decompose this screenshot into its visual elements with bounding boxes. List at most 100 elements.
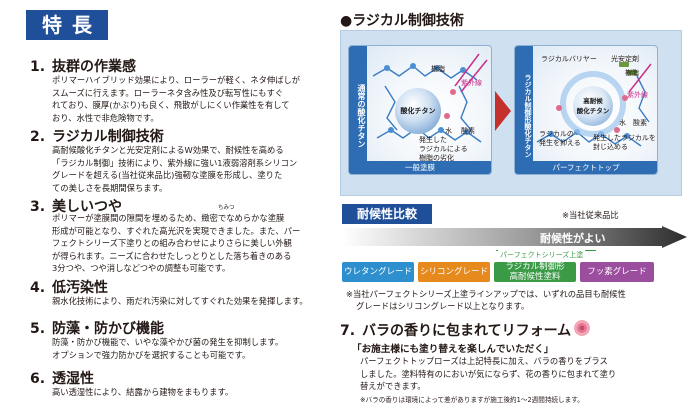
rose-line: パーフェクトトップローズは上記特長に加え、バラの香りをプラス — [360, 356, 608, 366]
radical-tio2-particle: 高耐候 酸化チタン — [573, 86, 613, 126]
weather-comparison-badge: 耐候性比較 — [342, 204, 432, 224]
radical-suppress-line: ラジカルの — [539, 130, 574, 138]
standard-tio2-panel: 通常の酸化チタン 酸化チタン 樹脂 紫外線 水 酸素 発生した — [348, 45, 492, 175]
rose-footnote: ※バラの香りは環境によって差がありますが施工後約1～2週間持続します。 — [360, 396, 584, 404]
standard-degradation-label: 発生した ラジカルによる 樹脂の劣化 — [419, 136, 468, 163]
feature-5-desc: 防藻・防かび機能で、いやな藻やかび菌の発生を抑制します。 オプションで強力防かび… — [52, 336, 283, 361]
light-stabilizer-label: 光安定剤 — [611, 55, 639, 63]
radical-water-label: 水 — [619, 119, 626, 127]
standard-water-label: 水 — [445, 127, 452, 135]
grade-urethane: ウレタングレード — [342, 262, 414, 282]
standard-oxygen-label: 酸素 — [461, 127, 475, 135]
feature-5-line: オプションで強力防かびを選択することも可能です。 — [52, 349, 251, 360]
feature-2-line: 高耐候酸化チタンと光安定剤によるW効果で、耐候性を高める — [52, 145, 284, 155]
weather-note-line: グレードはシリコングレード以上となります。 — [356, 301, 530, 311]
weather-arrow-label: 耐候性がよい — [540, 232, 606, 245]
feature-3-title: 3. 美しいつや — [30, 196, 122, 216]
standard-molecule-icon — [372, 53, 488, 143]
standard-tio2-side-label: 通常の酸化チタン — [349, 46, 367, 174]
series-label: パーフェクトシリーズ上塗 — [498, 250, 586, 260]
radical-tio2-line: 酸化チタン — [576, 107, 610, 115]
feature-2-number: 2. — [30, 129, 46, 145]
standard-degradation-line: 発生した — [419, 136, 447, 144]
feature-5-title: 5. 防藻・防かび機能 — [30, 318, 164, 338]
feature-6-number: 6. — [30, 371, 46, 387]
radical-molecule-icon — [536, 62, 652, 147]
standard-tio2-particle: 酸化チタン — [395, 88, 441, 134]
feature-3-line: 形成が可能となり、すぐれた高光沢を実現できました。また、パー — [52, 225, 301, 236]
feature-7-heading: バラの香りに包まれてリフォーム — [362, 323, 572, 339]
feature-3-number: 3. — [30, 199, 46, 215]
radical-section-title: ●ラジカル制御技術 — [340, 13, 464, 29]
weather-note: ※当社パーフェクトシリーズ上塗ラインアップでは、いずれの品目も耐候性 グレードは… — [346, 288, 626, 312]
feature-4-title: 4. 低汚染性 — [30, 277, 108, 297]
radical-suppress-label: ラジカルの 発生を抑える — [539, 130, 581, 148]
radical-tio2-side-label: ラジカル制御形酸化チタン — [515, 46, 533, 174]
feature-2-line: 「ラジカル制御」技術により、紫外線に強い1液弱溶剤系シリコン — [52, 157, 298, 168]
perfect-top-label: パーフェクトトップ — [515, 161, 657, 174]
feature-1-desc: ポリマーハイブリッド効果により、ローラーが軽く、ネタ伸ばしが スムーズに行えます… — [52, 74, 300, 124]
feature-4-heading: 低汚染性 — [52, 280, 108, 296]
radical-seal-line: 封じ込める — [593, 143, 628, 151]
radical-diagram: 通常の酸化チタン 酸化チタン 樹脂 紫外線 水 酸素 発生した — [340, 30, 682, 196]
feature-6-title: 6. 透湿性 — [30, 368, 94, 388]
weather-note-top: ※当社従来品比 — [562, 210, 619, 220]
feature-7-number: 7. — [340, 323, 356, 339]
grade-urethane-label: ウレタングレード — [343, 267, 412, 277]
weather-gradient-arrow — [342, 226, 687, 248]
feature-5-number: 5. — [30, 321, 46, 337]
radical-tio2-panel: ラジカル制御形酸化チタン 高耐候 酸化チタン ラジカルバリヤー 光安定剤 樹脂 … — [514, 45, 658, 175]
feature-3-line: 3分つや、つや消しなどつやの調整も可能です。 — [52, 263, 231, 274]
feature-4-line: 親水化技術により、雨だれ汚染に対してすぐれた効果を発揮します。 — [52, 296, 308, 306]
feature-6-line: 高い透湿性により、結露から建物をまもります。 — [52, 387, 234, 397]
feature-1-number: 1. — [30, 59, 46, 75]
radical-oxygen-label: 酸素 — [633, 119, 647, 127]
weather-note-line: ※当社パーフェクトシリーズ上塗ラインアップでは、いずれの品目も耐候性 — [346, 289, 626, 299]
radical-tio2-line: 高耐候 — [583, 97, 603, 105]
standard-uv-label: 紫外線 — [461, 79, 482, 87]
radical-barrier-label: ラジカルバリヤー — [541, 55, 597, 63]
feature-1-title: 1.抜群の作業感 — [30, 56, 136, 76]
rose-icon — [574, 320, 590, 336]
grade-fluorine: フッ素グレード — [580, 262, 654, 282]
grade-silicone: シリコングレード — [418, 262, 490, 282]
feature-1-line: ポリマーハイブリッド効果により、ローラーが軽く、ネタ伸ばしが — [52, 75, 301, 85]
rose-quote: 「お施主様にも塗り替えを楽しんでいただく」 — [352, 344, 554, 355]
rose-line: しました。塗料特有のにおいが気にならず、花の香りに包まれて塗り — [360, 368, 617, 379]
radical-seal-label: 発生したラジカルを 封じ込める — [593, 134, 656, 152]
features-badge: 特長 — [26, 10, 108, 40]
feature-3-ruby: ちみつ — [218, 205, 235, 211]
standard-degradation-line: ラジカルによる — [419, 145, 468, 153]
feature-2-heading: ラジカル制御技術 — [52, 129, 164, 145]
feature-5-line: 防藻・防かび機能で、いやな藻やかび菌の発生を抑制します。 — [52, 337, 284, 347]
feature-3-desc: ポリマーが塗膜間の隙間を埋めるため、緻密でなめらかな塗膜 形成が可能となり、すぐ… — [52, 212, 300, 275]
radical-resin-label: 樹脂 — [625, 69, 639, 77]
feature-1-line: おり、水性で非危険物です。 — [52, 112, 159, 123]
grade-radical: ラジカル制御形 高耐候性塗料 — [494, 262, 576, 282]
feature-4-number: 4. — [30, 280, 46, 296]
feature-1-line: スムーズに行えます。ローラーネタ含み性及び転写性にもすぐ — [52, 87, 284, 98]
feature-7-title: 7. バラの香りに包まれてリフォーム — [340, 320, 571, 340]
feature-2-title: 2. ラジカル制御技術 — [30, 126, 164, 146]
feature-2-line: ての美しさを長期間保ちます。 — [52, 182, 168, 193]
feature-5-heading: 防藻・防かび機能 — [52, 321, 164, 337]
feature-6-desc: 高い透湿性により、結露から建物をまもります。 — [52, 386, 233, 399]
feature-6-heading: 透湿性 — [52, 371, 94, 387]
standard-coating-label: 一般塗膜 — [349, 161, 491, 174]
grade-radical-line: 高耐候性塗料 — [509, 271, 561, 282]
standard-degradation-line: 樹脂の劣化 — [419, 154, 454, 162]
radical-suppress-line: 発生を抑える — [539, 139, 581, 147]
radical-seal-line: 発生したラジカルを — [593, 134, 656, 142]
feature-2-line: グレードを超える(当社従来品比)強靭な塗膜を形成し、塗りた — [52, 170, 283, 181]
grade-silicone-label: シリコングレード — [419, 267, 488, 277]
standard-resin-label: 樹脂 — [431, 65, 445, 73]
radical-uv-label: 紫外線 — [627, 91, 648, 99]
rose-line: 替えができます。 — [360, 381, 426, 392]
feature-3-line: が得られます。ニーズに合わせたしっとりとした落ち着きのある — [52, 250, 292, 261]
arrow-right-icon — [495, 91, 511, 131]
feature-3-line: ポリマーが塗膜間の隙間を埋めるため、緻密でなめらかな塗膜 — [52, 213, 285, 223]
feature-3-heading: 美しいつや — [52, 199, 122, 215]
feature-1-line: れており、膜厚(かぶり)も良く、飛散がしにくい作業性を有して — [52, 100, 290, 111]
feature-2-desc: 高耐候酸化チタンと光安定剤によるW効果で、耐候性を高める 「ラジカル制御」技術に… — [52, 144, 297, 194]
rose-desc: パーフェクトトップローズは上記特長に加え、バラの香りをプラス しました。塗料特有… — [360, 355, 616, 393]
